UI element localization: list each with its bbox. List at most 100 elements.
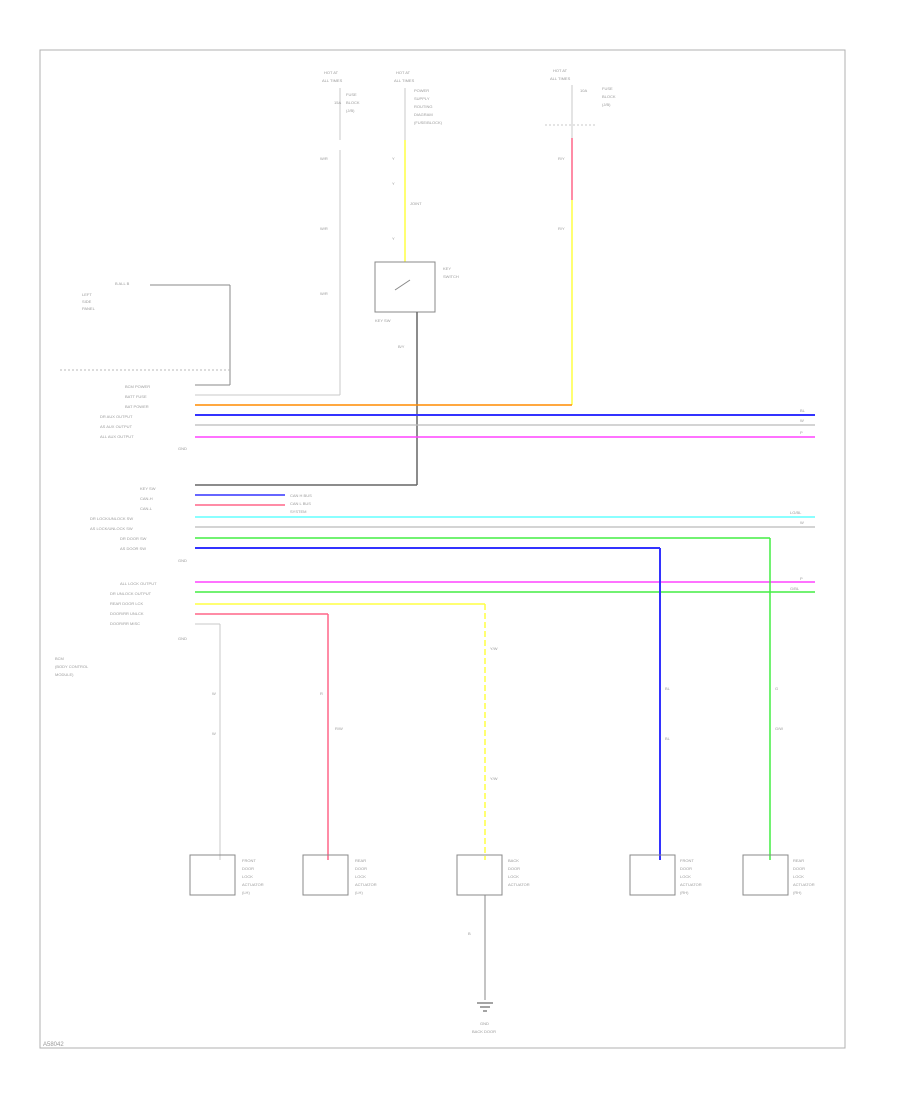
bcm-block-3: ALL LOCK OUTPUT DR UNLOCK OUTPUT REAR DO… [55,576,815,677]
svg-text:R/Y: R/Y [558,156,565,161]
svg-text:DR DOOR SW: DR DOOR SW [120,536,147,541]
svg-text:(J/B): (J/B) [602,102,611,107]
power-source-1: HOT AT ALL TIMES 15A FUSE BLOCK (J/B) W/… [320,70,360,395]
svg-text:G/W: G/W [775,726,783,731]
svg-text:BACK: BACK [508,858,519,863]
svg-text:LOCK: LOCK [508,874,519,879]
diagram-code: A58042 [43,1042,64,1048]
svg-text:G/BL: G/BL [790,586,800,591]
bcm-block-1: BCM POWER BATT FUSE BAT POWER DR AUX OUT… [100,384,815,451]
svg-text:GND: GND [178,636,187,641]
svg-text:BL: BL [800,408,806,413]
svg-text:LOCK: LOCK [793,874,804,879]
svg-text:DIAGRAM: DIAGRAM [414,112,433,117]
svg-text:SYSTEM: SYSTEM [290,509,306,514]
svg-text:P: P [800,576,803,581]
actuator-front-left: FRONT DOOR LOCK ACTUATOR (LH) [189,854,264,896]
svg-text:W: W [212,691,216,696]
svg-text:DR LOCK/UNLOCK SW: DR LOCK/UNLOCK SW [90,516,133,521]
svg-text:MODULE): MODULE) [55,672,74,677]
svg-text:CAN H BUS: CAN H BUS [290,493,312,498]
svg-text:ACTUATOR: ACTUATOR [508,882,530,887]
svg-text:LOCK: LOCK [355,874,366,879]
svg-text:BCM: BCM [55,656,64,661]
svg-text:BCM POWER: BCM POWER [125,384,150,389]
svg-text:(J/B): (J/B) [346,108,355,113]
drop-wires: W W R R/W Y/W Y/W BL BL G G/W [212,538,783,860]
svg-text:BACK DOOR: BACK DOOR [472,1029,496,1034]
svg-text:AS AUX OUTPUT: AS AUX OUTPUT [100,424,133,429]
svg-text:REAR DOOR LCK: REAR DOOR LCK [110,601,143,606]
svg-text:CAN L BUS: CAN L BUS [290,501,311,506]
svg-text:PANEL: PANEL [82,306,96,311]
svg-text:ACTUATOR: ACTUATOR [242,882,264,887]
svg-text:POWER: POWER [414,88,429,93]
svg-text:ALL TIMES: ALL TIMES [394,78,415,83]
svg-text:Y: Y [392,236,395,241]
ground-symbol-icon [477,1002,493,1012]
svg-text:BLOCK: BLOCK [602,94,616,99]
svg-text:GND: GND [178,446,187,451]
svg-text:DOOR: DOOR [508,866,520,871]
svg-text:Y: Y [392,181,395,186]
svg-text:SUPPLY: SUPPLY [414,96,430,101]
svg-text:Y: Y [392,156,395,161]
svg-text:15A: 15A [334,100,341,105]
svg-text:HOT AT: HOT AT [553,68,568,73]
svg-text:(LH): (LH) [355,890,363,895]
svg-text:BATT FUSE: BATT FUSE [125,394,147,399]
svg-text:SIDE: SIDE [82,299,92,304]
svg-text:ALL TIMES: ALL TIMES [322,78,343,83]
actuator-rear-left: REAR DOOR LOCK ACTUATOR (LH) [302,854,377,896]
svg-text:LOCK: LOCK [680,874,691,879]
svg-text:W/R: W/R [320,226,328,231]
svg-text:B ALL B: B ALL B [115,281,130,286]
svg-text:ALL AUX OUTPUT: ALL AUX OUTPUT [100,434,134,439]
svg-text:KEY SW: KEY SW [140,486,156,491]
svg-text:W/R: W/R [320,291,328,296]
actuator-back-door: BACK DOOR LOCK ACTUATOR B GND BACK DOOR [456,854,530,1034]
svg-text:W: W [800,418,804,423]
svg-text:LOCK: LOCK [242,874,253,879]
svg-text:SWITCH: SWITCH [443,274,459,279]
svg-text:DOOR: DOOR [680,866,692,871]
svg-text:Y/W: Y/W [490,646,498,651]
svg-text:ACTUATOR: ACTUATOR [680,882,702,887]
svg-text:DOOR/RR MISC: DOOR/RR MISC [110,621,140,626]
svg-text:KEY SW: KEY SW [375,318,391,323]
key-switch: KEY SWITCH KEY SW B/Y [374,261,459,485]
svg-text:LEFT: LEFT [82,292,92,297]
svg-text:ALL LOCK OUTPUT: ALL LOCK OUTPUT [120,581,157,586]
svg-text:CAN-H: CAN-H [140,496,153,501]
svg-text:KEY: KEY [443,266,451,271]
svg-text:HOT AT: HOT AT [324,70,339,75]
svg-text:P: P [800,430,803,435]
svg-text:BAT POWER: BAT POWER [125,404,149,409]
svg-text:DOOR: DOOR [793,866,805,871]
left-connector: B ALL B LEFT SIDE PANEL [60,281,231,385]
bcm-block-2: KEY SW CAN-H CAN-L DR LOCK/UNLOCK SW AS … [90,484,815,563]
actuator-rear-right: REAR DOOR LOCK ACTUATOR (RH) [742,854,815,896]
svg-text:GND: GND [480,1021,489,1026]
svg-text:REAR: REAR [355,858,366,863]
svg-text:W: W [212,731,216,736]
svg-text:B: B [468,931,471,936]
svg-text:DR UNLOCK OUTPUT: DR UNLOCK OUTPUT [110,591,152,596]
svg-text:BLOCK: BLOCK [346,100,360,105]
svg-text:ACTUATOR: ACTUATOR [355,882,377,887]
actuator-front-right: FRONT DOOR LOCK ACTUATOR (RH) [629,854,702,896]
svg-text:W/R: W/R [320,156,328,161]
svg-text:(RH): (RH) [680,890,689,895]
svg-text:FRONT: FRONT [680,858,694,863]
svg-text:CAN-L: CAN-L [140,506,153,511]
svg-text:(RH): (RH) [793,890,802,895]
svg-text:(BODY CONTROL: (BODY CONTROL [55,664,89,669]
svg-text:BL: BL [665,736,671,741]
svg-text:W: W [800,520,804,525]
svg-text:GND: GND [178,558,187,563]
svg-text:10A: 10A [580,88,587,93]
svg-text:BL: BL [665,686,671,691]
diagram-frame [39,49,846,1049]
power-source-3: HOT AT ALL TIMES 10A FUSE BLOCK (J/B) R/… [545,68,616,405]
